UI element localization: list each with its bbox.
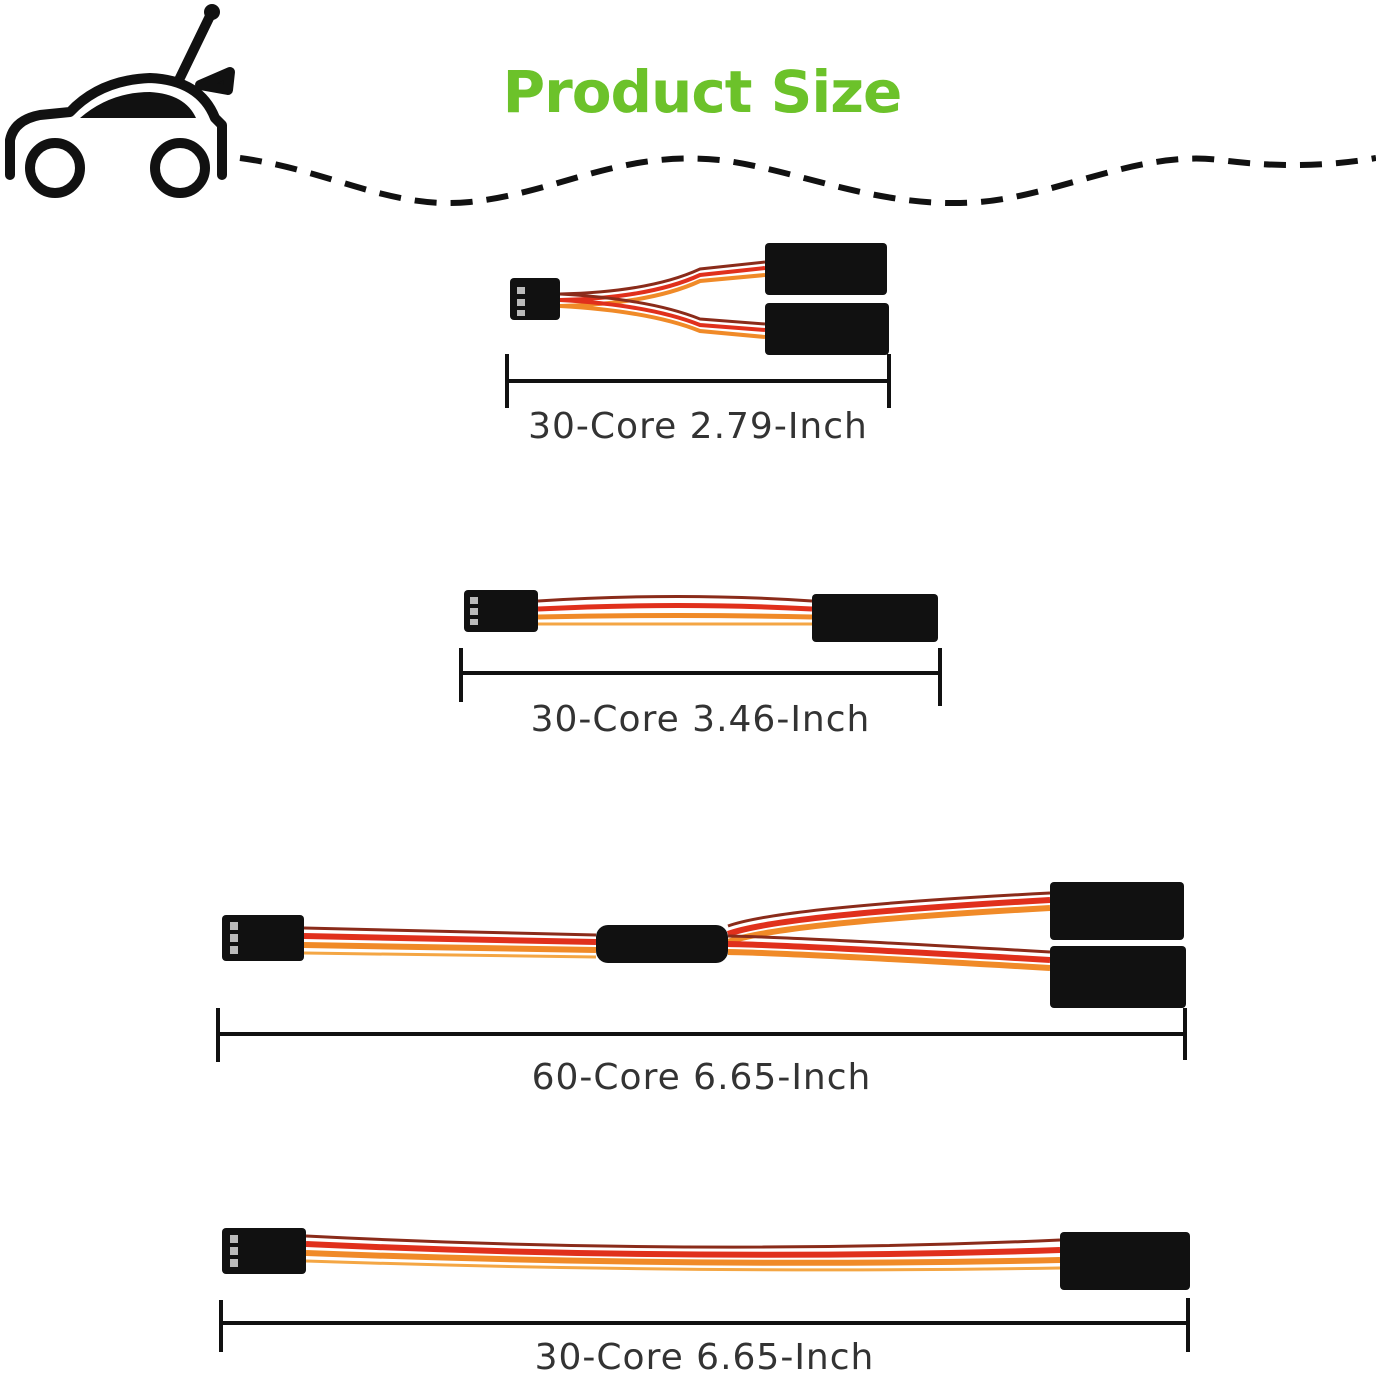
product-size-label: 60-Core 6.65-Inch <box>531 1057 872 1098</box>
dimension-ruler <box>459 648 942 706</box>
rc-car-icon <box>5 4 235 198</box>
male-connector <box>464 590 538 632</box>
female-connector <box>765 243 887 295</box>
page-title: Product Size <box>502 58 903 126</box>
road-dashed-line <box>239 155 1376 206</box>
female-connector <box>1060 1232 1190 1290</box>
straight-cable-short-image <box>464 590 938 642</box>
dimension-ruler <box>505 354 891 408</box>
product-size-label: 30-Core 3.46-Inch <box>530 699 871 740</box>
female-connector <box>1050 882 1184 940</box>
y-cable-short-image <box>510 243 889 355</box>
heat-shrink-joint <box>596 925 728 963</box>
product-size-label: 30-Core 2.79-Inch <box>528 406 868 447</box>
dimension-ruler <box>219 1298 1190 1352</box>
dimension-ruler <box>216 1008 1187 1062</box>
female-connector <box>765 303 889 355</box>
female-connector <box>1050 946 1186 1008</box>
male-connector <box>222 915 304 961</box>
male-connector <box>222 1228 306 1274</box>
straight-cable-long-image <box>222 1228 1190 1290</box>
female-connector <box>812 594 938 642</box>
header-graphic <box>5 4 1376 206</box>
product-size-label: 30-Core 6.65-Inch <box>534 1337 875 1378</box>
y-cable-long-image <box>222 882 1186 1008</box>
